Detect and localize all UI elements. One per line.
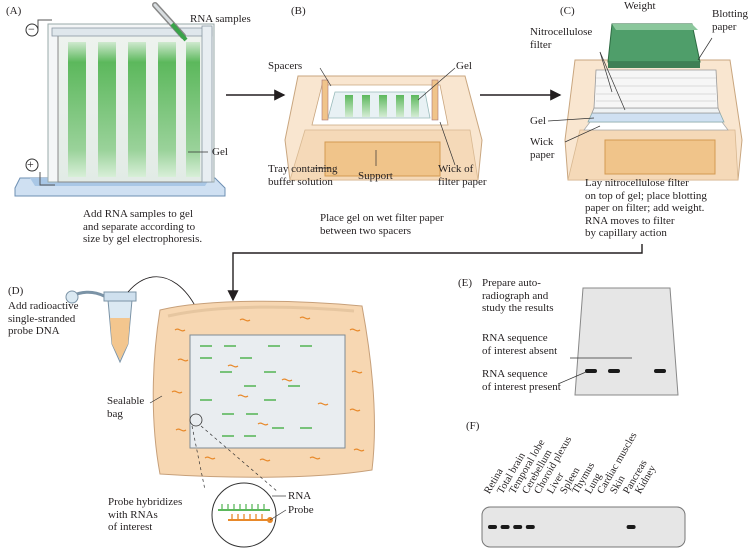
- probe-zoom-label: Probe: [288, 504, 314, 516]
- panel-e-letter: (E): [458, 277, 473, 289]
- panel-f-tissue-blot: [481, 506, 686, 548]
- electrode-plus-sign: +: [27, 157, 34, 171]
- rna-absent-label: RNA sequence of interest absent: [482, 332, 558, 357]
- wick-paper-label: Wick paper: [530, 136, 555, 161]
- panel-e-autoradiograph: [557, 287, 679, 396]
- arrow-c-to-d: [227, 244, 643, 302]
- panel-c-letter: (C): [560, 5, 575, 17]
- band-e-present-2: [608, 369, 620, 373]
- panel-d-letter: (D): [8, 285, 24, 297]
- prepare-autoradiograph-label: Prepare auto- radiograph and study the r…: [482, 277, 554, 314]
- hybridization-label: Probe hybridizes with RNAs of interest: [108, 496, 183, 533]
- panel-f-letter: (F): [466, 420, 480, 432]
- panel-b-gel-on-filter: [284, 67, 483, 181]
- tissue-band: [626, 525, 636, 529]
- panel-a-gel-electrophoresis: [14, 2, 226, 197]
- panel-a-gel-label: Gel: [212, 146, 228, 158]
- tissue-band: [500, 525, 510, 529]
- blotting-paper-label: Blotting paper: [712, 8, 749, 33]
- sealable-bag-label: Sealable bag: [107, 395, 145, 420]
- support-label: Support: [358, 170, 393, 182]
- panel-c-caption: Lay nitrocellulose filter on top of gel;…: [585, 177, 707, 239]
- probe-dna-label: Add radioactive single-stranded probe DN…: [8, 300, 79, 337]
- rna-zoom-label: RNA: [288, 490, 312, 502]
- tissue-band: [525, 525, 535, 529]
- weight-label: Weight: [624, 0, 656, 12]
- panel-b-letter: (B): [291, 5, 306, 17]
- panel-a-letter: (A): [6, 5, 22, 17]
- tissue-band: [513, 525, 523, 529]
- rna-present-label: RNA sequence of interest present: [482, 368, 561, 393]
- rna-samples-label: RNA samples: [190, 13, 251, 25]
- panel-d-hybridization: [65, 276, 375, 548]
- panel-b-caption: Place gel on wet filter paper between tw…: [320, 212, 444, 237]
- tray-label: Tray containing buffer solution: [268, 163, 338, 188]
- wick-filter-label: Wick of filter paper: [438, 163, 487, 188]
- nitrocellulose-filter-label: Nitrocellulose filter: [530, 26, 593, 51]
- spacers-label: Spacers: [268, 60, 303, 72]
- panel-c-blotting-stack: [547, 23, 743, 181]
- band-e-present-1: [585, 369, 597, 373]
- band-e-present-3: [654, 369, 666, 373]
- panel-a-caption: Add RNA samples to gel and separate acco…: [83, 208, 203, 245]
- electrode-minus-sign: −: [28, 22, 35, 36]
- tissue-band: [488, 525, 497, 529]
- panel-b-gel-label: Gel: [456, 60, 472, 72]
- panel-c-gel-label: Gel: [530, 115, 546, 127]
